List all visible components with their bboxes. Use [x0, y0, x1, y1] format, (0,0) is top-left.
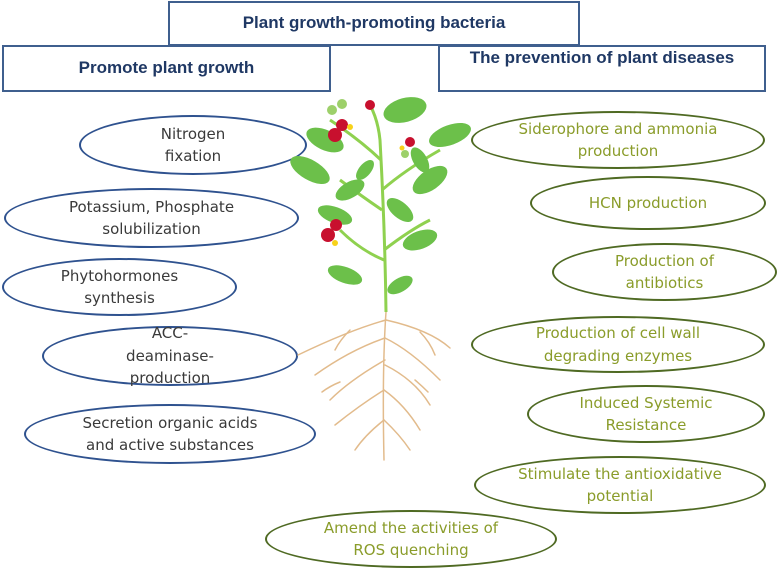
ellipse-label: Secretion organic acids and active subst…	[82, 413, 258, 455]
ellipse-potassium-phosphate: Potassium, Phosphate solubilization	[4, 188, 299, 248]
leaves-icon	[290, 97, 471, 295]
ellipse-label: Induced Systemic Resistance	[579, 393, 713, 435]
ellipse-label: Stimulate the antioxidative potential	[518, 464, 722, 506]
ellipse-label: Potassium, Phosphate solubilization	[68, 197, 235, 239]
tomato-plant-illustration	[290, 97, 471, 461]
ellipse-siderophore: Siderophore and ammonia production	[471, 111, 765, 169]
ellipse-cell-wall-enzymes: Production of cell wall degrading enzyme…	[471, 316, 765, 373]
ellipse-antibiotics: Production of antibiotics	[552, 243, 777, 301]
ellipse-label: Nitrogen fixation	[160, 124, 226, 166]
roots-icon	[297, 311, 451, 461]
promote-growth-header: Promote plant growth	[2, 45, 331, 92]
tomato-fruits-icon	[321, 99, 415, 246]
ellipse-ros-quenching: Amend the activities of ROS quenching	[265, 510, 557, 568]
stem-icon	[329, 104, 441, 313]
ellipse-label: ACC-deaminase-production	[126, 324, 214, 388]
diagram-title: Plant growth-promoting bacteria	[168, 1, 580, 46]
disease-prevention-header: The prevention of plant diseases	[438, 45, 766, 92]
ellipse-label: Production of cell wall degrading enzyme…	[535, 324, 701, 365]
ellipse-label: Amend the activities of ROS quenching	[323, 518, 499, 560]
ellipse-antioxidative: Stimulate the antioxidative potential	[474, 456, 766, 514]
ellipse-acc-deaminase: ACC-deaminase-production	[42, 324, 298, 387]
ellipse-nitrogen-fixation: Nitrogen fixation	[79, 115, 307, 175]
ellipse-label: Phytohormones synthesis	[60, 266, 179, 308]
ellipse-label: Production of antibiotics	[614, 251, 715, 293]
ellipse-hcn: HCN production	[530, 176, 766, 230]
ellipse-secretion-organic-acids: Secretion organic acids and active subst…	[24, 404, 316, 464]
ellipse-label: Siderophore and ammonia production	[518, 119, 718, 161]
ellipse-phytohormones: Phytohormones synthesis	[2, 258, 237, 316]
ellipse-label: HCN production	[588, 193, 708, 212]
ellipse-induced-systemic-resistance: Induced Systemic Resistance	[527, 385, 765, 443]
